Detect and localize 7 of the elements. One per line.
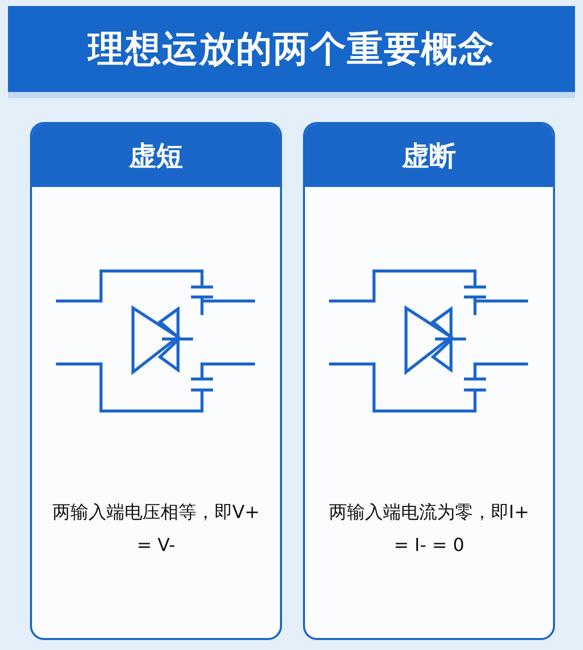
description-text: 两输入端电压相等，即V+ = V-	[51, 501, 261, 558]
card-header: 虚断	[305, 124, 553, 187]
concept-card	[303, 122, 555, 640]
title: 理想运放的两个重要概念	[88, 28, 495, 72]
concept-card	[30, 122, 282, 640]
card-header: 虚短	[32, 124, 280, 187]
description-text: 两输入端电流为零，即I+ = I- = 0	[328, 501, 530, 558]
